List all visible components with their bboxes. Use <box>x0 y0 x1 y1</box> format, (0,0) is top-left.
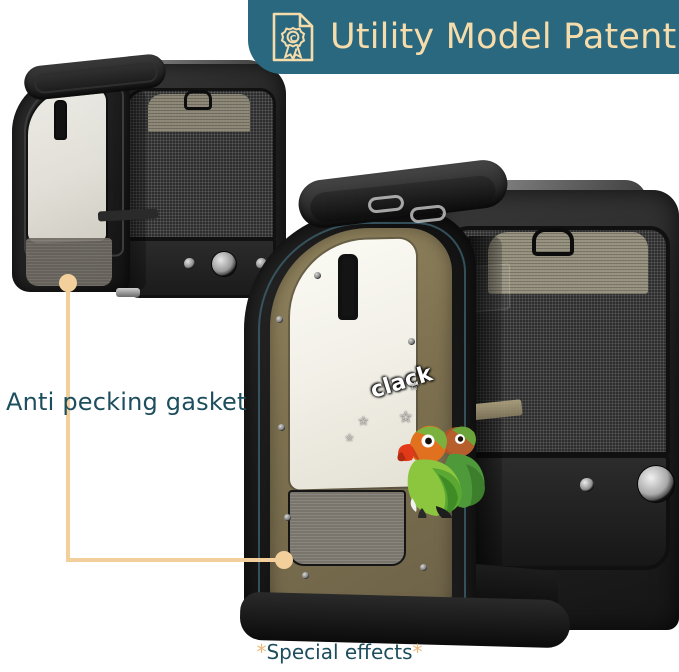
sparkle-star-icon: ☆ <box>345 433 354 444</box>
carrier-rivet-secondary <box>256 258 267 269</box>
gasket-screw <box>408 338 415 345</box>
gasket-screw <box>284 514 291 521</box>
bird-front <box>397 425 462 518</box>
main-carrier-rivet <box>580 478 594 492</box>
carrier-handle-loop <box>184 90 212 110</box>
main-carrier-mesh-light-area <box>488 232 648 294</box>
carrier-bottom-zipper-pull <box>116 288 140 297</box>
carrier-door-zipper-track <box>24 82 124 260</box>
patent-banner: C Utility Model Patent <box>248 0 679 74</box>
carrier-lower-mesh <box>26 238 112 286</box>
gasket-screw <box>420 564 427 571</box>
gasket-screw <box>302 572 309 579</box>
carrier-metal-grommet <box>212 252 236 276</box>
sparkle-star-icon: ☆ <box>399 409 413 426</box>
caption-text: Special effects <box>266 640 413 664</box>
certificate-document-icon: C <box>272 12 314 62</box>
patent-banner-title: Utility Model Patent <box>330 16 677 57</box>
gasket-screw <box>276 316 283 323</box>
callout-label-anti-pecking-gasket: Anti pecking gasket <box>6 388 247 416</box>
carrier-zipper-pull <box>54 100 67 140</box>
product-image-main-carrier <box>232 157 679 656</box>
product-image-small-carrier <box>6 48 286 303</box>
main-carrier-handle-loop <box>532 228 574 256</box>
svg-text:C: C <box>290 34 297 44</box>
caption-asterisk-right: * <box>412 640 423 664</box>
main-carrier-door-zipper-pull <box>338 254 358 320</box>
lovebirds-illustration <box>397 425 485 518</box>
carrier-mesh-light-area <box>148 94 250 132</box>
sparkle-star-icon: ☆ <box>409 379 420 393</box>
gasket-screw <box>314 272 321 279</box>
callout-line <box>66 283 256 562</box>
sparkle-star-icon: ☆ <box>358 414 369 428</box>
main-carrier-door-lower-mesh <box>288 490 406 566</box>
main-carrier-metal-grommet <box>638 466 674 502</box>
caption-asterisk-left: * <box>256 640 267 664</box>
special-effects-caption: *Special effects* <box>0 640 679 664</box>
carrier-rivet <box>184 258 195 269</box>
gasket-screw <box>278 424 285 431</box>
